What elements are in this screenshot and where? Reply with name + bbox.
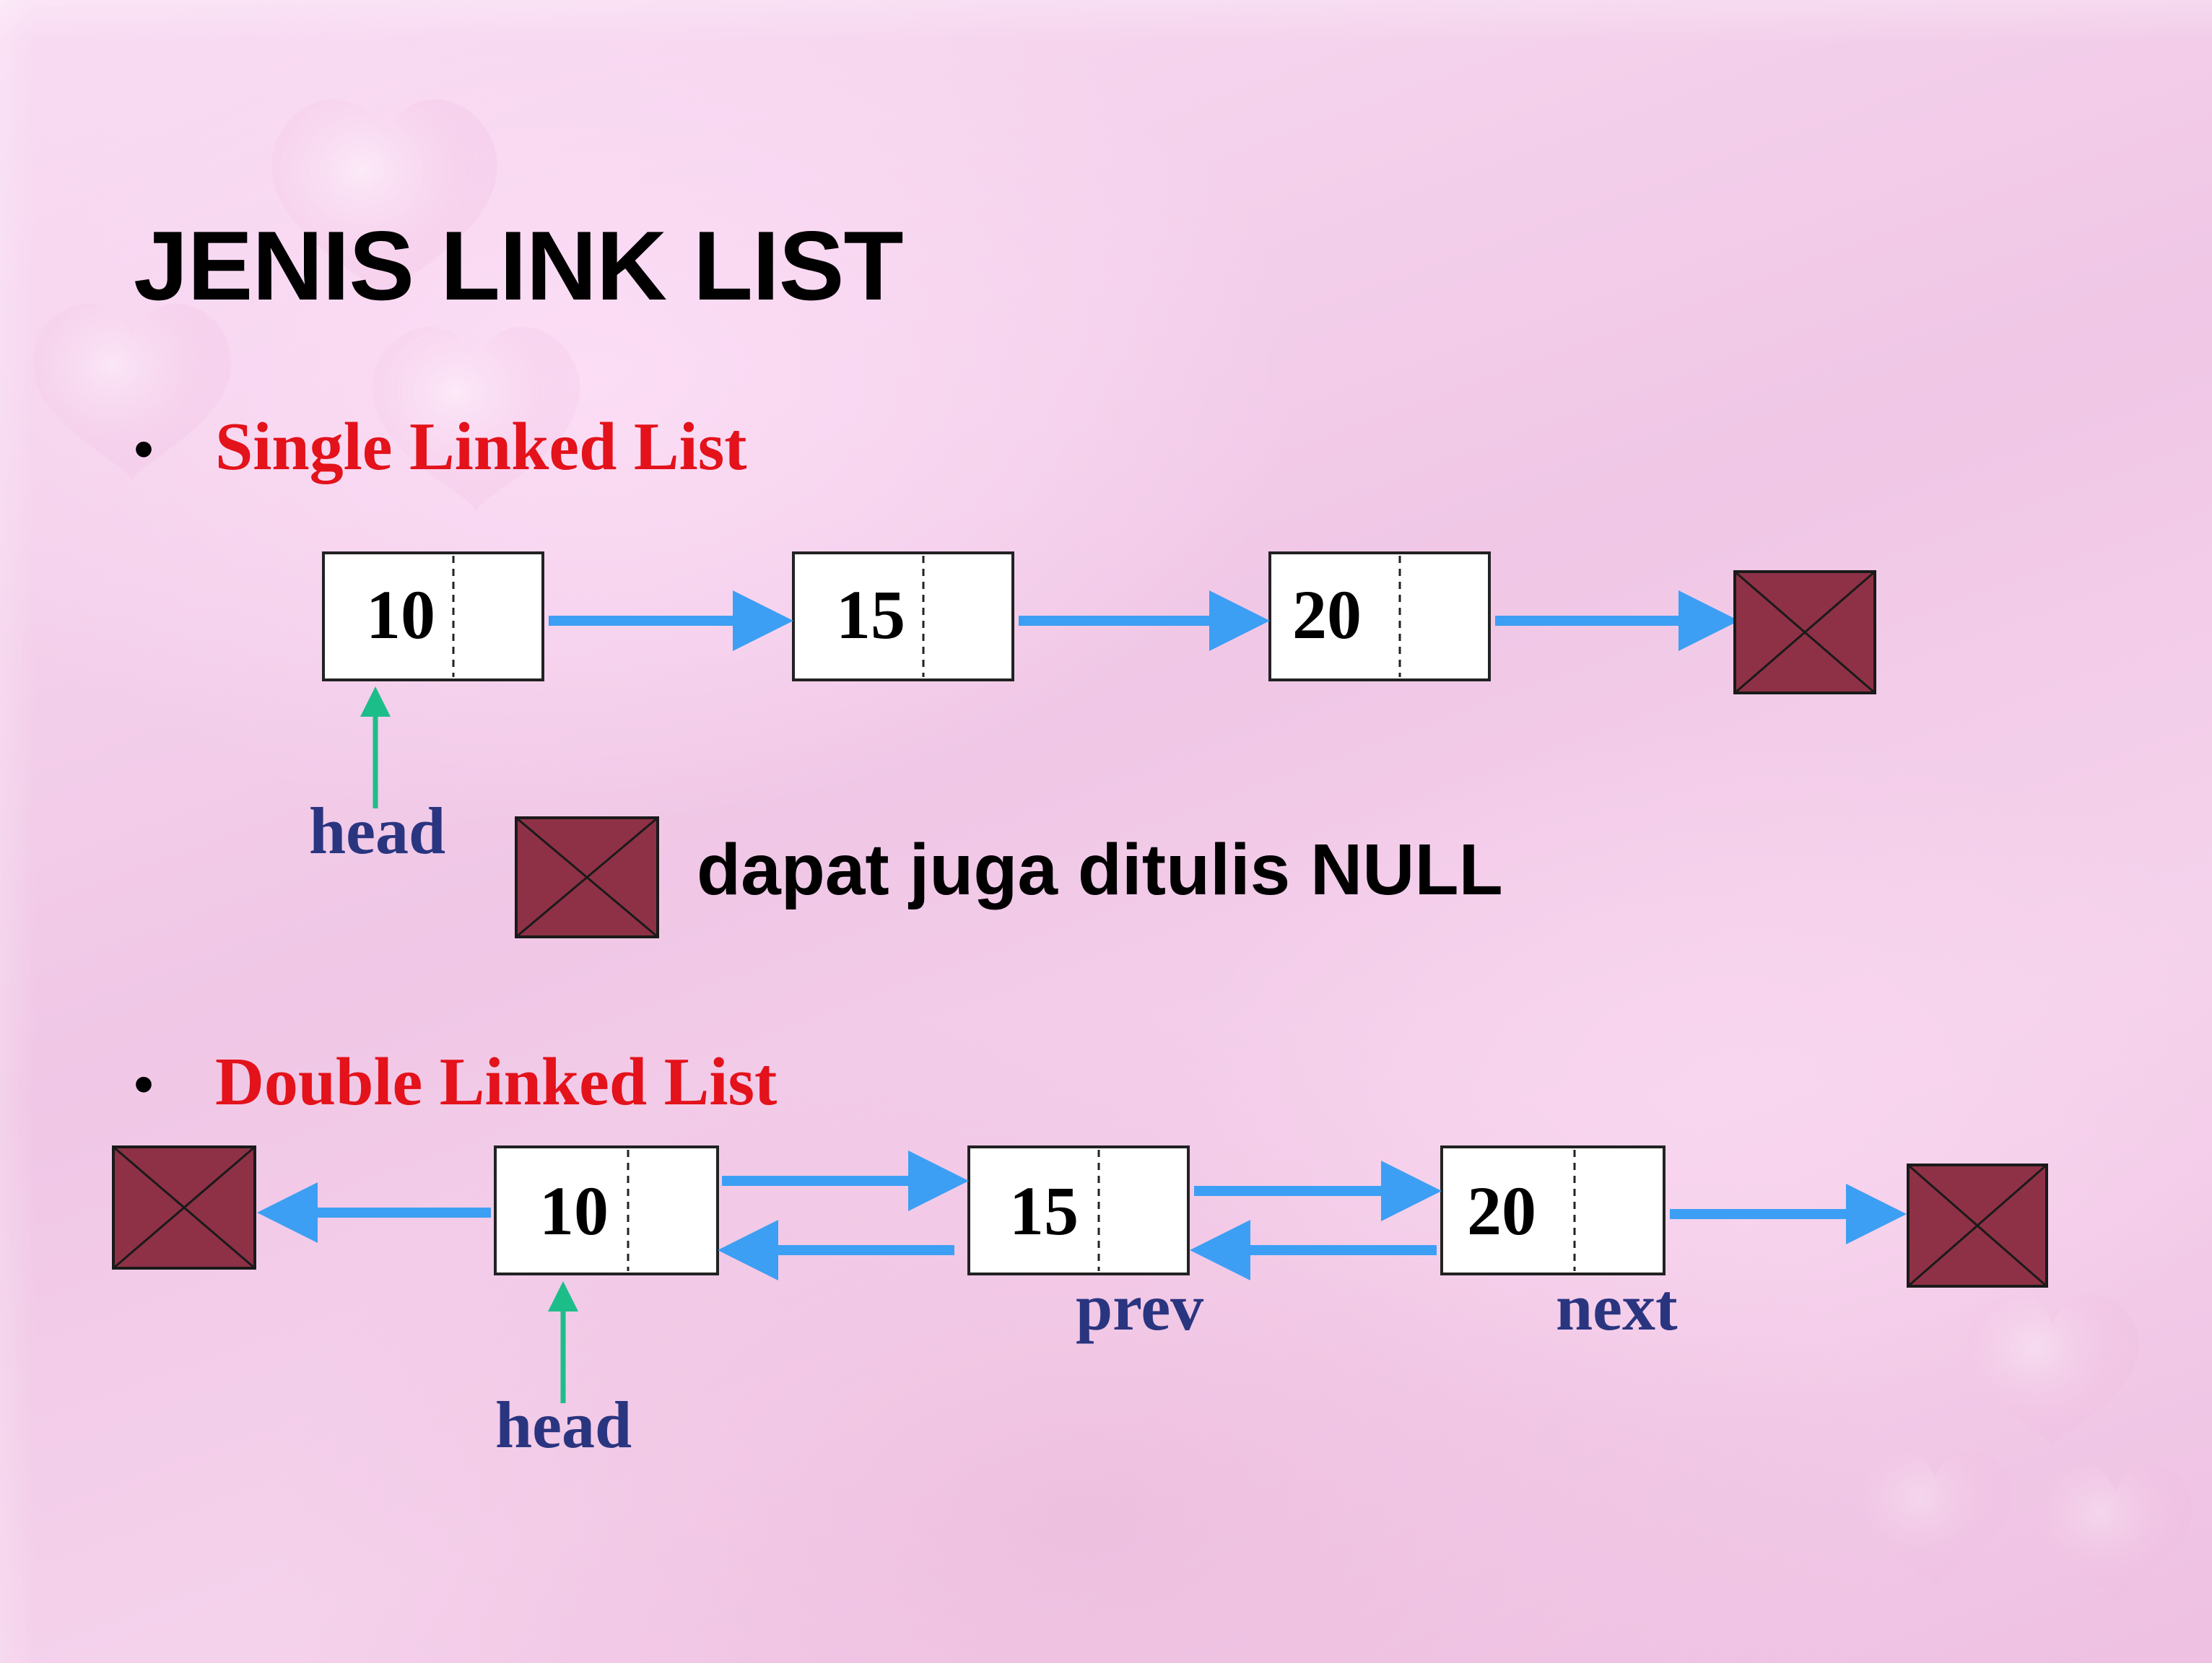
list-node: 15 <box>792 551 1014 681</box>
next-label: next <box>1556 1270 1678 1344</box>
head-label: head <box>495 1388 632 1462</box>
single-list-heading: Single Linked List <box>215 409 747 484</box>
node-value: 20 <box>1467 1172 1536 1249</box>
node-value: 15 <box>836 576 905 653</box>
list-node: 15 <box>967 1145 1190 1275</box>
heart-decoration-icon <box>372 326 580 513</box>
null-pointer-icon <box>1733 570 1876 694</box>
list-node: 20 <box>1268 551 1491 681</box>
null-pointer-icon <box>515 816 659 938</box>
prev-label: prev <box>1076 1270 1203 1344</box>
page-title: JENIS LINK LIST <box>134 211 904 320</box>
list-node: 10 <box>494 1145 719 1275</box>
node-value: 15 <box>1009 1172 1079 1249</box>
node-value: 20 <box>1292 576 1362 653</box>
null-pointer-icon <box>1907 1164 2048 1288</box>
node-value: 10 <box>366 576 435 653</box>
bullet-marker: • <box>134 416 154 481</box>
null-pointer-icon <box>112 1145 256 1270</box>
node-value: 10 <box>539 1172 609 1249</box>
heart-decoration-icon <box>271 99 497 302</box>
double-list-heading: Double Linked List <box>215 1044 778 1119</box>
head-label: head <box>309 794 445 868</box>
heart-decoration-icon <box>2039 1464 2193 1602</box>
list-node: 10 <box>322 551 544 681</box>
double-linked-list: 10 15 20 he <box>112 1145 2048 1462</box>
list-node: 20 <box>1440 1145 1665 1275</box>
null-note-text: dapat juga ditulis NULL <box>697 829 1503 910</box>
bullet-marker: • <box>134 1052 154 1116</box>
heart-decoration-icon <box>32 303 232 481</box>
heart-decoration-icon <box>1858 1449 2012 1588</box>
heart-decoration-icon <box>1967 1294 2139 1449</box>
single-linked-list: 10 15 20 head <box>309 551 1876 868</box>
